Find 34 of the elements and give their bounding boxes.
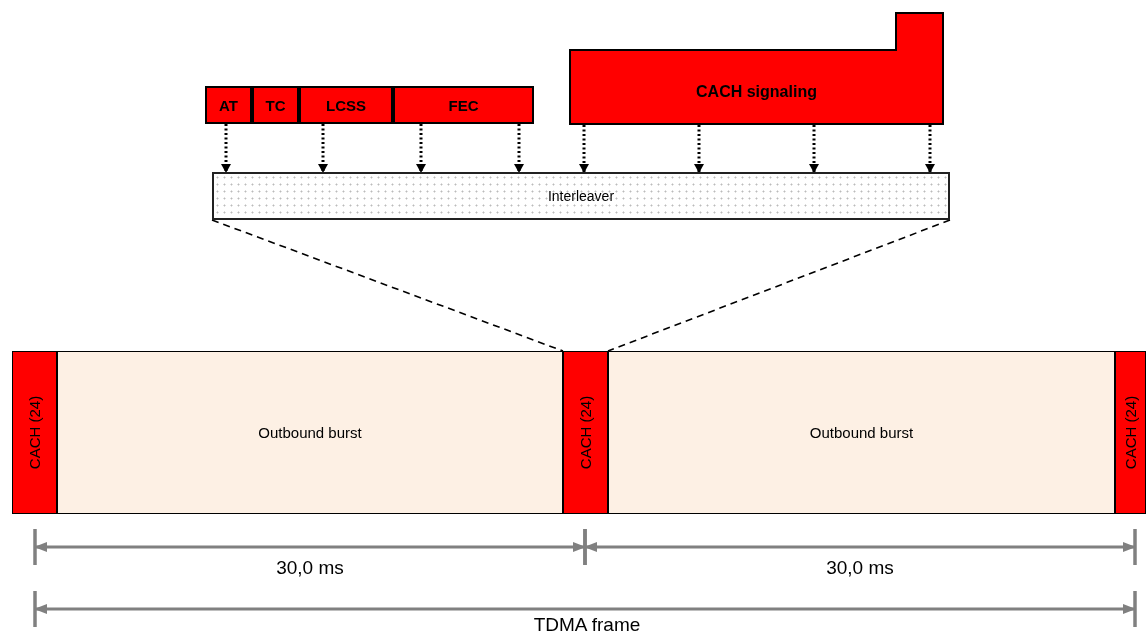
box-label: Outbound burst (809, 424, 914, 441)
slot-label: CACH (24) (26, 395, 43, 470)
dotted-arrow (694, 125, 704, 173)
field-segment (252, 86, 299, 124)
box-label: AT (219, 96, 238, 114)
dashed-line (607, 219, 951, 352)
cach-slot (12, 351, 57, 514)
dashed-line (211, 219, 564, 352)
dimension-label: TDMA frame (533, 614, 641, 635)
box-label: FEC (448, 96, 479, 114)
dimension-label: 30,0 ms (826, 557, 894, 579)
field-segment (299, 86, 393, 124)
slot-label: CACH (24) (577, 395, 594, 470)
dotted-arrow (925, 125, 935, 173)
box-label: CACH signaling (696, 83, 817, 101)
cach-slot (563, 351, 608, 514)
dotted-arrow (514, 124, 524, 173)
dimension-label: 30,0 ms (276, 557, 344, 579)
dotted-arrow (221, 124, 231, 173)
dotted-arrow (579, 125, 589, 173)
burst-slot (57, 351, 563, 514)
dotted-arrow (318, 124, 328, 173)
dotted-arrow (809, 125, 819, 173)
field-segment (205, 86, 252, 124)
slot-label: CACH (24) (1122, 395, 1139, 470)
interleaver-box (212, 172, 950, 220)
box-label: TC (265, 96, 286, 114)
box-label: Outbound burst (258, 424, 362, 441)
cach-slot (1115, 351, 1146, 514)
burst-slot (608, 351, 1115, 514)
box-label: LCSS (326, 96, 366, 114)
field-segment (393, 86, 534, 124)
box-label: Interleaver (547, 188, 615, 204)
dotted-arrow (416, 124, 426, 173)
